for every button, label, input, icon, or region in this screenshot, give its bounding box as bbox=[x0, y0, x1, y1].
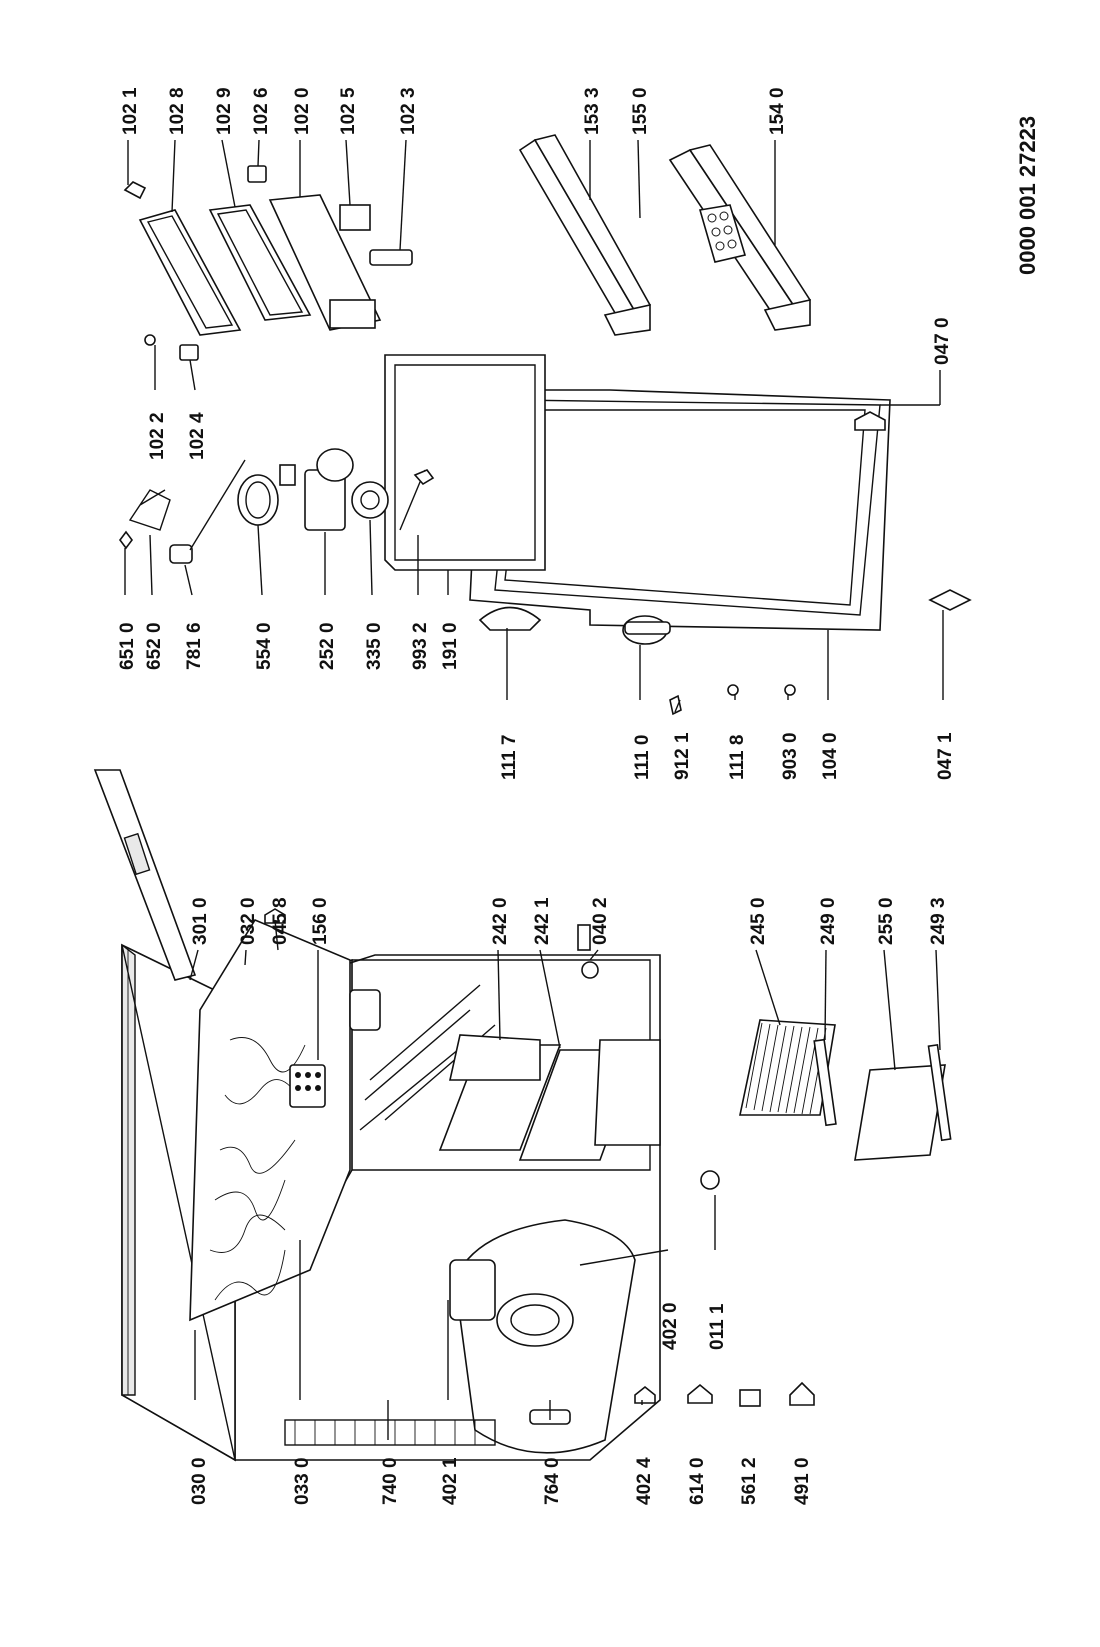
label-491-0: 491 0 bbox=[792, 1457, 813, 1505]
label-156-0: 156 0 bbox=[310, 897, 331, 945]
label-242-1: 242 1 bbox=[532, 897, 553, 945]
label-111-7: 111 7 bbox=[499, 735, 520, 780]
label-903-0: 903 0 bbox=[780, 732, 801, 780]
label-102-3: 102 3 bbox=[398, 87, 419, 135]
label-249-3: 249 3 bbox=[928, 897, 949, 945]
label-030-0: 030 0 bbox=[189, 1457, 210, 1505]
label-252-0: 252 0 bbox=[317, 622, 338, 670]
leader-lines bbox=[124, 139, 944, 1440]
label-561-2: 561 2 bbox=[739, 1457, 760, 1505]
freezer-flap-parts bbox=[123, 165, 413, 361]
label-255-0: 255 0 bbox=[876, 897, 897, 945]
label-614-0: 614 0 bbox=[687, 1457, 708, 1505]
label-993-2: 993 2 bbox=[410, 622, 431, 670]
door-balconies bbox=[518, 134, 811, 336]
label-040-2: 040 2 bbox=[590, 897, 611, 945]
label-102-9: 102 9 bbox=[214, 87, 235, 135]
label-245-0: 245 0 bbox=[748, 897, 769, 945]
label-102-4: 102 4 bbox=[187, 412, 208, 460]
label-104-0: 104 0 bbox=[820, 732, 841, 780]
label-154-0: 154 0 bbox=[767, 87, 788, 135]
glass-shelf bbox=[854, 1043, 952, 1161]
label-781-6: 781 6 bbox=[184, 622, 205, 670]
label-102-6: 102 6 bbox=[251, 87, 272, 135]
label-912-1: 912 1 bbox=[672, 732, 693, 780]
label-045-8: 045 8 bbox=[270, 897, 291, 945]
top-trim-strip bbox=[93, 769, 197, 981]
label-155-0: 155 0 bbox=[630, 87, 651, 135]
label-402-0: 402 0 bbox=[660, 1302, 681, 1350]
label-102-8: 102 8 bbox=[167, 87, 188, 135]
label-011-1: 011 1 bbox=[707, 1303, 728, 1350]
label-335-0: 335 0 bbox=[364, 622, 385, 670]
label-191-0: 191 0 bbox=[440, 622, 461, 670]
part-labels: 030 0 033 0 740 0 402 1 764 0 402 4 614 … bbox=[117, 87, 1040, 1505]
label-153-3: 153 3 bbox=[582, 87, 603, 135]
control-parts bbox=[119, 448, 542, 631]
label-102-0: 102 0 bbox=[292, 87, 313, 135]
label-554-0: 554 0 bbox=[254, 622, 275, 670]
door-drawing bbox=[384, 354, 891, 645]
label-242-0: 242 0 bbox=[490, 897, 511, 945]
wire-shelf bbox=[739, 1019, 837, 1127]
label-764-0: 764 0 bbox=[542, 1457, 563, 1505]
document-number: 0000 001 27223 bbox=[1015, 116, 1040, 275]
label-402-1: 402 1 bbox=[440, 1457, 461, 1505]
small-hardware bbox=[264, 411, 972, 1425]
label-047-0: 047 0 bbox=[932, 317, 953, 365]
label-111-8: 111 8 bbox=[727, 735, 748, 780]
cabinet-drawing bbox=[121, 918, 661, 1462]
label-102-2: 102 2 bbox=[147, 412, 168, 460]
label-249-0: 249 0 bbox=[818, 897, 839, 945]
label-740-0: 740 0 bbox=[380, 1457, 401, 1505]
label-651-0: 651 0 bbox=[117, 622, 138, 670]
label-652-0: 652 0 bbox=[144, 622, 165, 670]
label-102-1: 102 1 bbox=[120, 87, 141, 135]
label-111-0: 111 0 bbox=[632, 735, 653, 780]
label-033-0: 033 0 bbox=[292, 1457, 313, 1505]
label-047-1: 047 1 bbox=[935, 732, 956, 780]
label-032-0: 032 0 bbox=[238, 897, 259, 945]
label-102-5: 102 5 bbox=[338, 87, 359, 135]
label-402-4: 402 4 bbox=[634, 1457, 655, 1505]
label-301-0: 301 0 bbox=[190, 897, 211, 945]
